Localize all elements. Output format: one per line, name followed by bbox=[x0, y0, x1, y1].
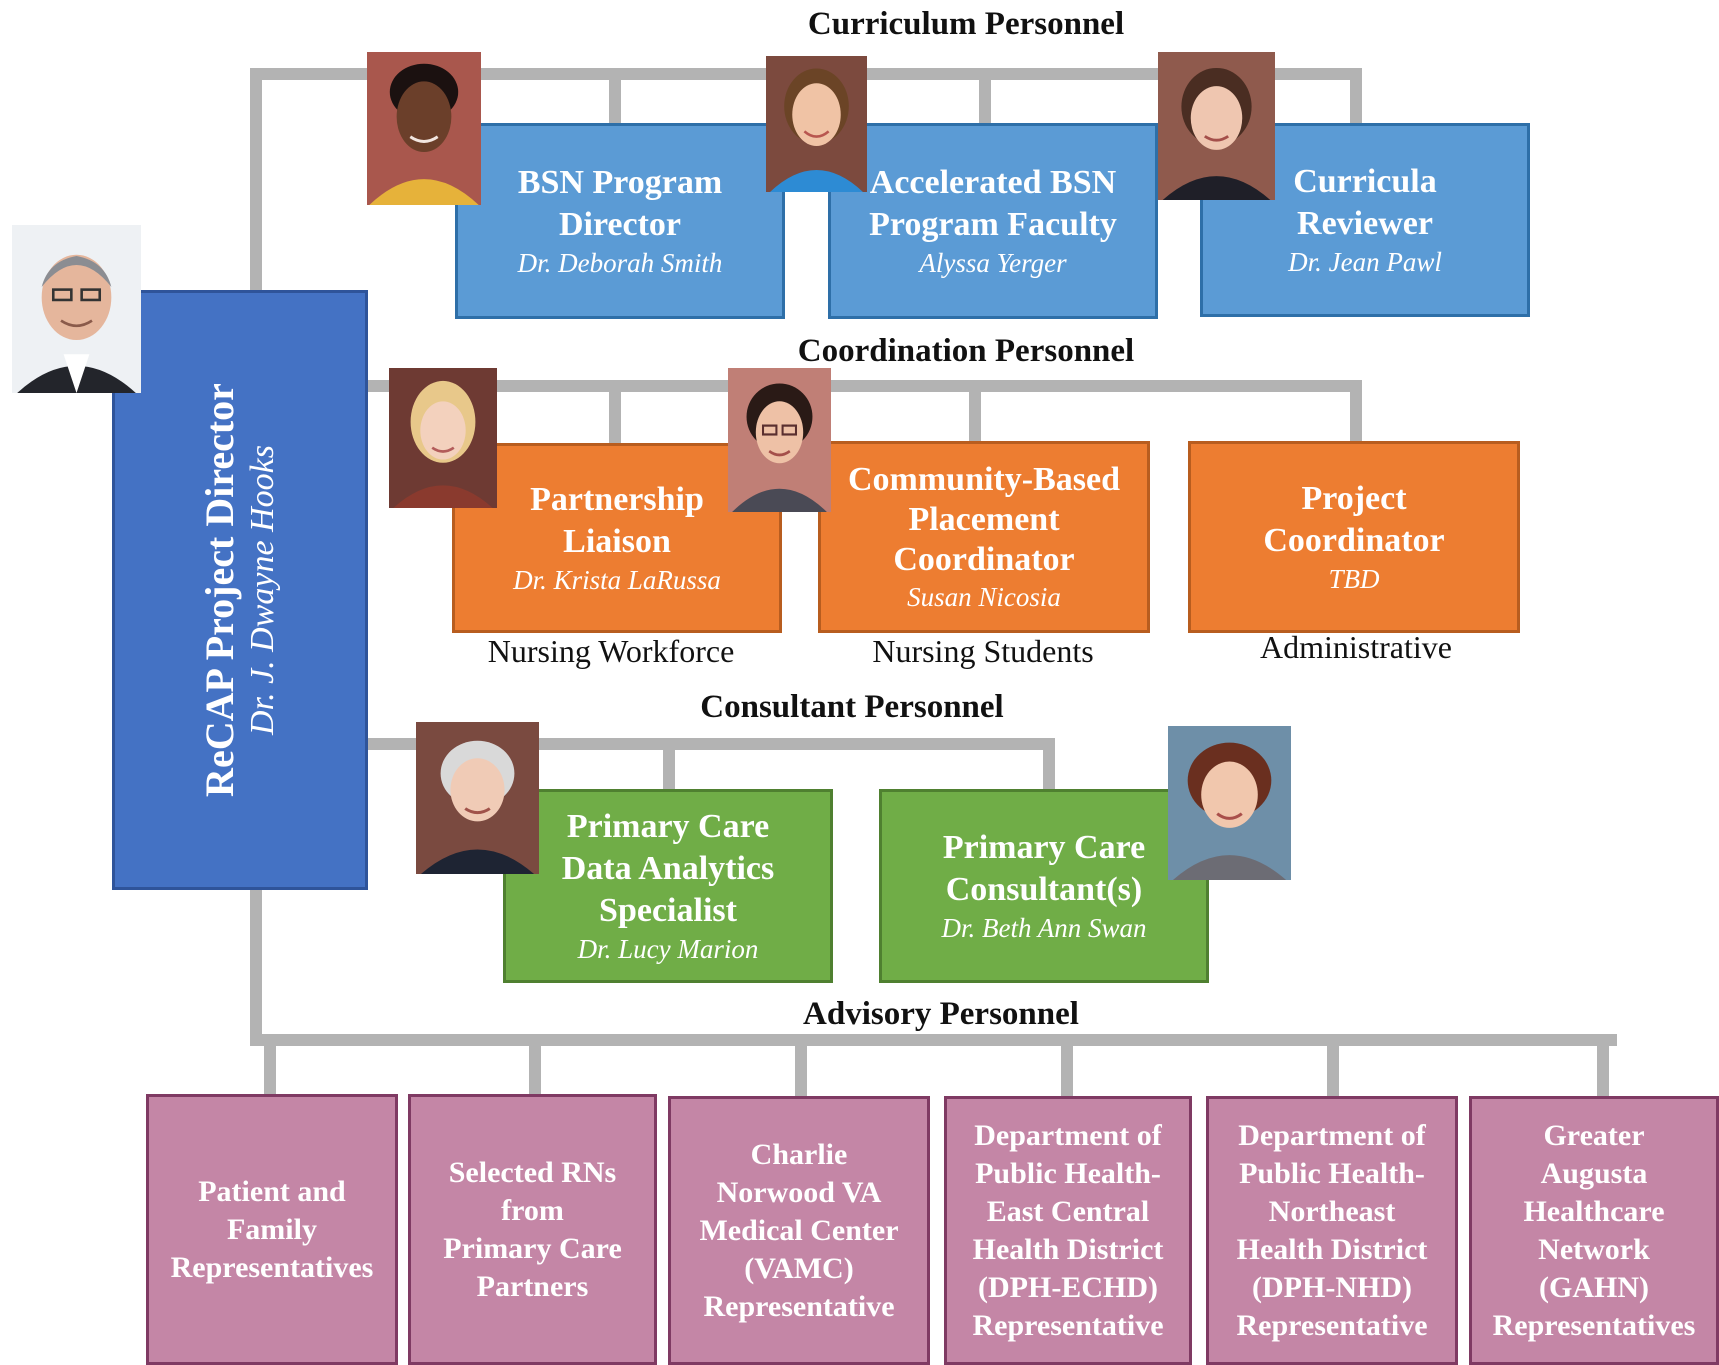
connector-consultant-drop-1 bbox=[663, 738, 675, 790]
project-director-box: ReCAP Project Director Dr. J. Dwayne Hoo… bbox=[112, 290, 368, 890]
beth-ann-swan-portrait bbox=[1168, 726, 1291, 880]
role-label: Charlie Norwood VA Medical Center (VAMC)… bbox=[699, 1137, 899, 1323]
connector-advisory-bar bbox=[250, 1034, 1617, 1046]
advisory-box-vamc: Charlie Norwood VA Medical Center (VAMC)… bbox=[668, 1096, 930, 1365]
person-name: Dr. Beth Ann Swan bbox=[941, 913, 1147, 943]
role-label: Community-Based Placement Coordinator bbox=[847, 461, 1121, 578]
advisory-box-selected-rns: Selected RNs from Primary Care Partners bbox=[408, 1094, 657, 1365]
alyssa-yerger-portrait bbox=[766, 56, 867, 192]
coordination-box-placement-coordinator: Community-Based Placement Coordinator Su… bbox=[818, 441, 1150, 633]
person-name: Dr. Deborah Smith bbox=[517, 248, 723, 278]
role-label: Department of Public Health- East Centra… bbox=[972, 1118, 1164, 1342]
director-portrait bbox=[12, 225, 141, 393]
consultant-section-title: Consultant Personnel bbox=[700, 689, 1004, 725]
role-label: Selected RNs from Primary Care Partners bbox=[443, 1155, 622, 1303]
krista-larussa-portrait bbox=[389, 368, 497, 508]
role-label: BSN Program Director bbox=[517, 164, 723, 243]
role-label: Department of Public Health- Northeast H… bbox=[1236, 1118, 1428, 1342]
advisory-box-dph-nhd: Department of Public Health- Northeast H… bbox=[1206, 1096, 1458, 1365]
coordination-section-title: Coordination Personnel bbox=[797, 333, 1135, 369]
advisory-box-dph-echd: Department of Public Health- East Centra… bbox=[944, 1096, 1192, 1365]
role-label: Curricula Reviewer bbox=[1293, 163, 1437, 242]
coordination-box-partnership-liaison: Partnership Liaison Dr. Krista LaRussa bbox=[452, 443, 782, 633]
advisory-section-title: Advisory Personnel bbox=[803, 996, 1079, 1032]
connector-consultant-bar bbox=[368, 738, 1055, 750]
connector-advisory-drop-2 bbox=[529, 1034, 541, 1096]
connector-advisory-drop-3 bbox=[795, 1034, 807, 1096]
role-label: Primary Care Data Analytics Specialist bbox=[561, 808, 775, 929]
connector-coordination-bar bbox=[368, 380, 1362, 392]
role-label: Accelerated BSN Program Faculty bbox=[869, 164, 1117, 243]
connector-consultant-drop-2 bbox=[1043, 738, 1055, 790]
role-label: Patient and Family Representatives bbox=[170, 1174, 374, 1284]
role-label: Greater Augusta Healthcare Network (GAHN… bbox=[1492, 1118, 1696, 1342]
connector-coordination-drop-3 bbox=[1350, 380, 1362, 443]
deborah-smith-portrait bbox=[367, 52, 481, 205]
connector-advisory-drop-1 bbox=[264, 1034, 276, 1096]
role-label: Project Coordinator bbox=[1263, 480, 1445, 559]
consultant-box-data-analytics: Primary Care Data Analytics Specialist D… bbox=[503, 789, 833, 983]
curriculum-box-accelerated-faculty: Accelerated BSN Program Faculty Alyssa Y… bbox=[828, 123, 1158, 319]
connector-curriculum-drop-1 bbox=[609, 68, 621, 128]
area-label-administrative: Administrative bbox=[1260, 629, 1452, 665]
curriculum-box-bsn-director: BSN Program Director Dr. Deborah Smith bbox=[455, 123, 785, 319]
jean-pawl-portrait bbox=[1158, 52, 1275, 200]
person-name: Dr. Jean Pawl bbox=[1288, 247, 1442, 277]
connector-coordination-drop-2 bbox=[969, 380, 981, 443]
connector-curriculum-drop-2 bbox=[979, 68, 991, 128]
connector-coordination-drop-1 bbox=[609, 380, 621, 443]
advisory-box-patient-family: Patient and Family Representatives bbox=[146, 1094, 398, 1365]
advisory-box-gahn: Greater Augusta Healthcare Network (GAHN… bbox=[1469, 1096, 1719, 1365]
coordination-box-project-coordinator: Project Coordinator TBD bbox=[1188, 441, 1520, 633]
director-title: ReCAP Project Director bbox=[197, 383, 242, 797]
person-name: Dr. Lucy Marion bbox=[577, 934, 759, 964]
area-label-nursing-students: Nursing Students bbox=[872, 633, 1094, 669]
area-label-nursing-workforce: Nursing Workforce bbox=[487, 633, 735, 669]
connector-advisory-drop-6 bbox=[1597, 1034, 1609, 1096]
person-name: Susan Nicosia bbox=[907, 582, 1061, 612]
consultant-box-primary-care: Primary Care Consultant(s) Dr. Beth Ann … bbox=[879, 789, 1209, 983]
role-label: Primary Care Consultant(s) bbox=[942, 829, 1146, 908]
director-name: Dr. J. Dwayne Hooks bbox=[244, 445, 281, 735]
curriculum-section-title: Curriculum Personnel bbox=[807, 6, 1125, 42]
susan-nicosia-portrait bbox=[728, 368, 831, 512]
connector-advisory-drop-5 bbox=[1327, 1034, 1339, 1096]
lucy-marion-portrait bbox=[416, 722, 539, 874]
person-name: Alyssa Yerger bbox=[919, 248, 1067, 278]
person-name: TBD bbox=[1328, 564, 1380, 594]
person-name: Dr. Krista LaRussa bbox=[513, 565, 721, 595]
connector-advisory-drop-4 bbox=[1061, 1034, 1073, 1096]
connector-curriculum-drop-3 bbox=[1350, 68, 1362, 128]
role-label: Partnership Liaison bbox=[530, 481, 704, 560]
